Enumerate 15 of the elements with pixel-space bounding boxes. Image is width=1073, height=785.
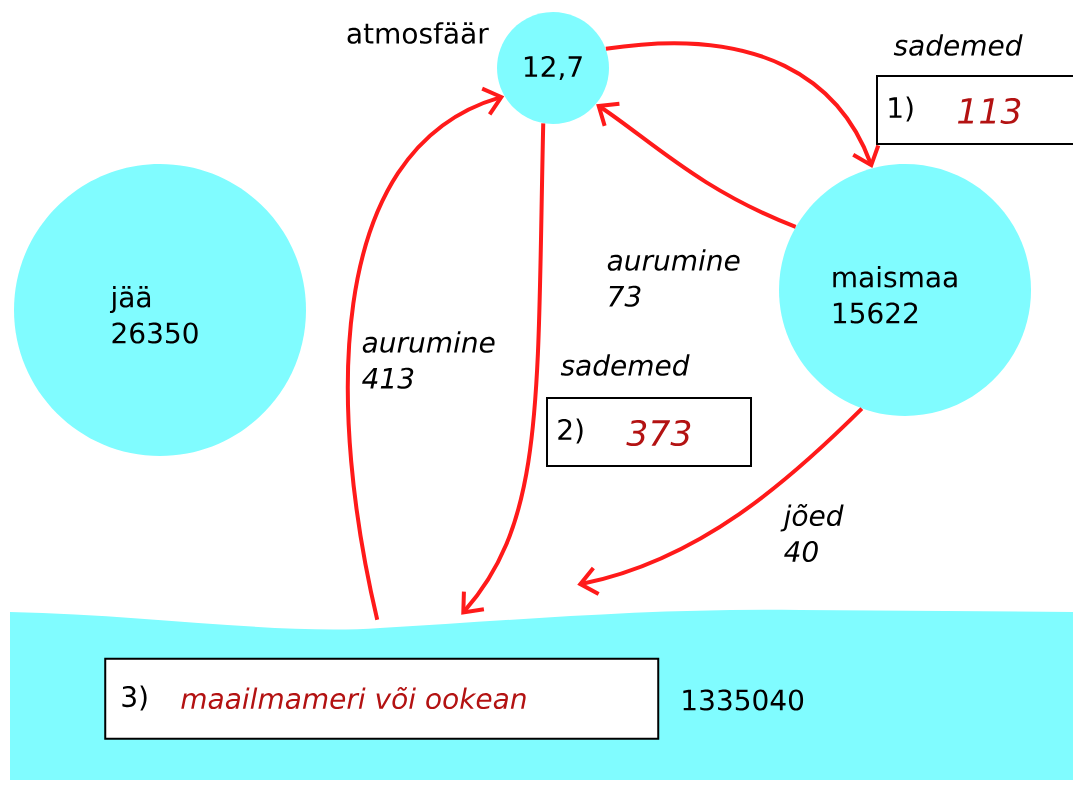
edge-label: aurumine 73 (605, 247, 748, 309)
edge-label: jõed 40 (780, 502, 865, 564)
arrow (605, 41, 881, 169)
arrow (461, 123, 546, 615)
answer-box: 3) maailmameri või ookean (104, 657, 660, 740)
answer-box: 2) 373 (546, 397, 752, 467)
value-text: 1335040 (683, 689, 804, 711)
edge-label: aurumine 413 (360, 329, 503, 391)
heading: atmosfäär (347, 22, 489, 44)
arrow (346, 86, 505, 621)
arrow (577, 407, 864, 596)
answer-box: 1) 113 (876, 75, 1073, 145)
heading: sademed (893, 34, 1023, 56)
arrow (596, 101, 797, 229)
heading: sademed (560, 354, 690, 376)
